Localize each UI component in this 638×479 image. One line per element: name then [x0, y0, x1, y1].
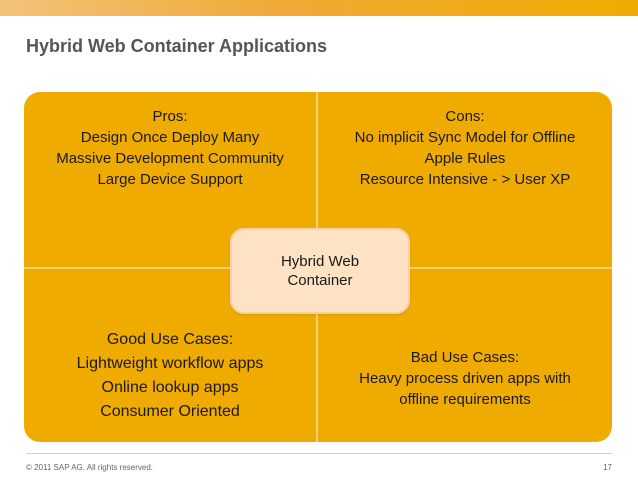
good-use-case-item: Online lookup apps: [101, 379, 239, 396]
pros-item: Design Once Deploy Many: [80, 129, 260, 146]
quadrant-good-use-cases: Good Use Cases: Lightweight workflow app…: [24, 328, 316, 424]
center-label-line: Container: [287, 272, 353, 289]
good-use-cases-heading: Good Use Cases:: [106, 331, 234, 348]
bad-use-case-item: offline requirements: [399, 391, 531, 408]
cons-item: No implicit Sync Model for Offline: [354, 129, 576, 146]
top-accent-bar: [0, 0, 638, 16]
footer-divider: [26, 453, 612, 454]
quadrant-cons: Cons: No implicit Sync Model for Offline…: [318, 106, 612, 190]
bad-use-case-item: Heavy process driven apps with: [359, 370, 571, 387]
copyright-text: © 2011 SAP AG. All rights reserved.: [26, 463, 153, 472]
pros-item: Massive Development Community: [56, 150, 284, 167]
center-label-line: Hybrid Web: [280, 253, 360, 270]
good-use-case-item: Lightweight workflow apps: [76, 355, 264, 372]
pros-item: Large Device Support: [97, 171, 243, 188]
cons-item: Resource Intensive - > User XP: [359, 171, 571, 188]
slide-title: Hybrid Web Container Applications: [26, 36, 328, 56]
quadrant-bad-use-cases: Bad Use Cases: Heavy process driven apps…: [318, 347, 612, 410]
good-use-case-item: Consumer Oriented: [100, 403, 240, 420]
quadrant-diagram: Pros: Design Once Deploy Many Massive De…: [24, 92, 612, 442]
page-number: 17: [603, 463, 612, 472]
center-label-box: Hybrid Web Container: [230, 228, 410, 314]
quadrant-pros: Pros: Design Once Deploy Many Massive De…: [24, 106, 316, 190]
cons-item: Apple Rules: [424, 150, 506, 167]
pros-heading: Pros:: [152, 108, 188, 125]
cons-heading: Cons:: [445, 108, 485, 125]
bad-use-cases-heading: Bad Use Cases:: [410, 349, 520, 366]
